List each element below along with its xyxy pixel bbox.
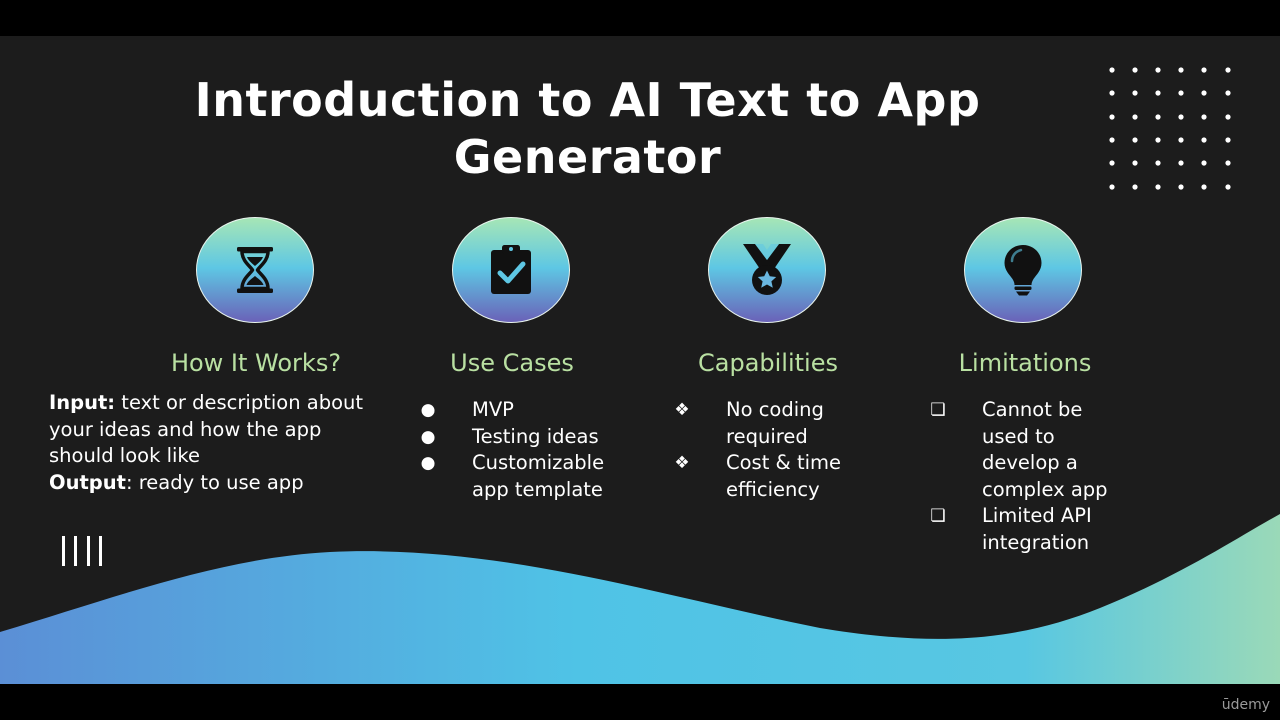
use-case-item: ● Customizable app template	[416, 450, 646, 503]
diamond-bullet-icon: ❖	[674, 453, 690, 473]
bullet-icon: ●	[420, 453, 436, 473]
diamond-bullet-icon: ❖	[674, 400, 690, 420]
box-bullet-icon: ❏	[930, 506, 946, 526]
limitation-item: ❏ Cannot be used to develop a complex ap…	[926, 397, 1130, 503]
bar	[87, 536, 90, 566]
medal-icon	[743, 244, 791, 295]
dot-grid-decoration	[1109, 67, 1231, 190]
limitations-heading: Limitations	[958, 349, 1092, 377]
output-label: Output	[49, 470, 126, 494]
capabilities-list: ❖ No coding required ❖ Cost & time effic…	[670, 397, 870, 503]
capability-item: ❖ No coding required	[670, 397, 870, 450]
bullet-icon: ●	[420, 426, 436, 447]
how-it-works-body: Input: text or description about your id…	[49, 390, 389, 496]
use-case-text: Testing ideas	[472, 424, 599, 448]
capability-text: No coding required	[726, 398, 824, 448]
use-case-item: ● Testing ideas	[416, 424, 646, 451]
udemy-logo: ūdemy	[1221, 697, 1270, 713]
limitation-item: ❏ Limited API integration	[926, 503, 1130, 556]
box-bullet-icon: ❏	[930, 400, 946, 420]
slide: Introduction to AI Text to App Generator	[0, 36, 1280, 684]
how-it-works-icon-circle	[196, 217, 314, 323]
use-cases-list: ● MVP ● Testing ideas ● Customizable app…	[416, 397, 646, 503]
how-it-works-heading: How It Works?	[170, 349, 342, 377]
use-case-text: MVP	[472, 398, 514, 421]
limitations-icon-circle	[964, 217, 1082, 323]
use-case-item: ● MVP	[416, 397, 646, 424]
bar	[62, 536, 65, 566]
capability-text: Cost & time efficiency	[726, 451, 842, 501]
wave-decoration	[0, 514, 1280, 684]
input-label: Input:	[49, 391, 116, 414]
vertical-bars-decoration	[58, 536, 108, 568]
slide-title: Introduction to AI Text to App Generator	[194, 73, 981, 184]
hourglass-icon	[237, 247, 273, 293]
limitation-text: Cannot be used to develop a complex app	[982, 398, 1108, 501]
bullet-icon: ●	[420, 400, 436, 420]
limitation-text: Limited API integration	[982, 504, 1092, 554]
output-text: : ready to use app	[125, 470, 304, 494]
lightbulb-icon	[1004, 245, 1042, 296]
capabilities-heading: Capabilities	[698, 349, 838, 377]
capability-item: ❖ Cost & time efficiency	[670, 450, 870, 503]
limitations-list: ❏ Cannot be used to develop a complex ap…	[926, 397, 1130, 556]
input-text: text or description about your ideas and…	[49, 391, 364, 467]
use-cases-icon-circle	[452, 217, 570, 323]
clipboard-check-icon	[491, 245, 531, 294]
bar	[99, 536, 102, 566]
use-case-text: Customizable app template	[472, 451, 605, 501]
use-cases-heading: Use Cases	[450, 349, 574, 377]
bar	[74, 536, 77, 566]
capabilities-icon-circle	[708, 217, 826, 323]
